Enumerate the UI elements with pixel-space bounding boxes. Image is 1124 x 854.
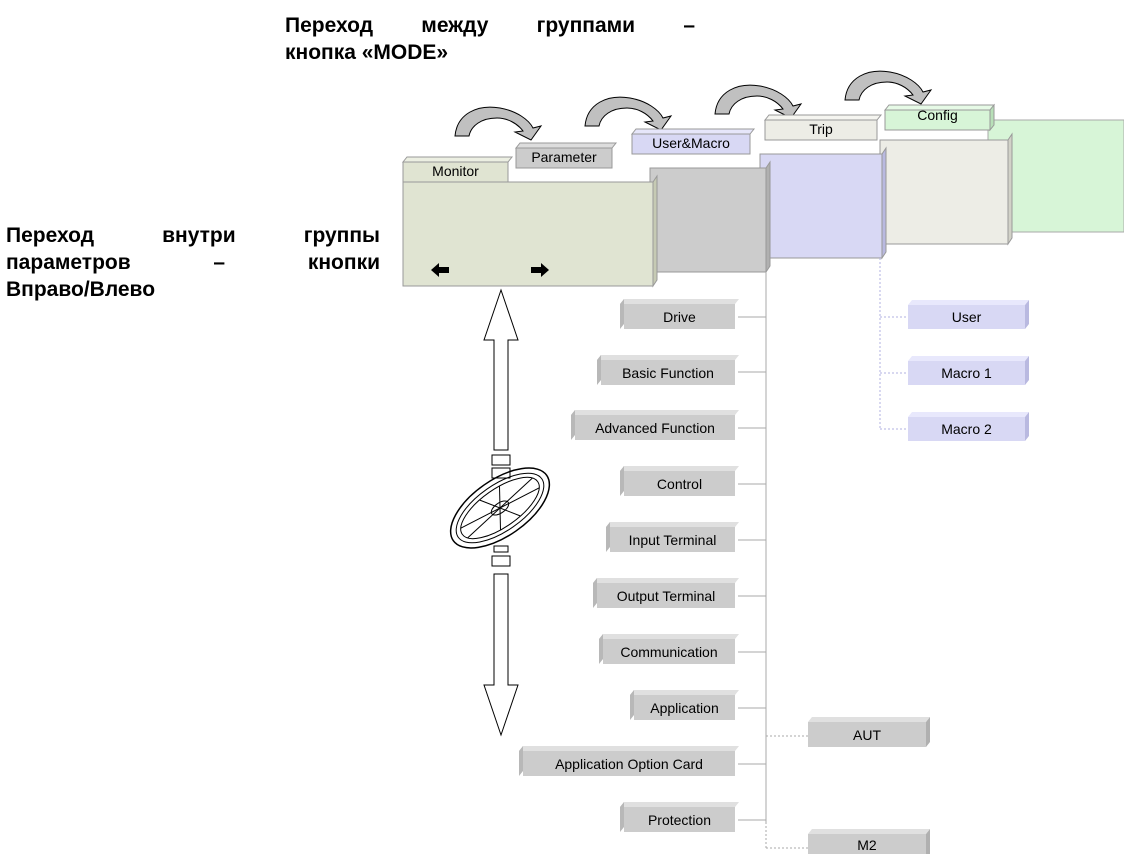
user-macro-item-box-macro1 <box>908 356 1029 385</box>
parameter-item-boxes <box>519 299 739 832</box>
parameter-item-box-output <box>593 578 739 608</box>
sub-item-boxes <box>808 717 930 854</box>
tab-config[interactable]: Config <box>917 107 958 123</box>
mode-caption-word: между <box>421 14 489 37</box>
parameter-item-output-terminal[interactable]: Output Terminal <box>616 588 716 604</box>
curved-arrow-icon <box>714 84 802 119</box>
user-macro-item-user[interactable]: User <box>951 309 982 325</box>
nav-caption-word: параметров <box>6 251 131 274</box>
mode-caption: Переход между группами – кнопка «MODE» <box>285 12 695 66</box>
parameter-item-application[interactable]: Application <box>650 700 719 716</box>
user-macro-tree-lines <box>879 258 908 430</box>
sub-item-aut[interactable]: AUT <box>853 727 881 743</box>
nav-caption-word: – <box>213 251 226 274</box>
user-macro-item-macro-1[interactable]: Macro 1 <box>941 365 992 381</box>
left-arrow-icon <box>431 263 449 277</box>
parameter-item-box-advanced <box>571 410 739 440</box>
sub-tree-lines <box>765 735 808 849</box>
parameter-item-advanced-function[interactable]: Advanced Function <box>595 420 715 436</box>
mode-caption-line2: кнопка «MODE» <box>285 41 449 64</box>
curved-arrow-icon <box>454 106 542 141</box>
parameter-item-box-input <box>606 522 739 552</box>
parameter-item-box-communication <box>599 634 739 664</box>
tab-monitor[interactable]: Monitor <box>432 163 479 179</box>
sub-item-box-m2 <box>808 829 930 854</box>
parameter-item-communication[interactable]: Communication <box>620 644 718 660</box>
user-macro-item-boxes <box>908 300 1029 441</box>
nav-caption: Переход внутри группы параметров – кнопк… <box>6 222 380 303</box>
up-down-arrow-icon <box>483 288 519 737</box>
group-trip[interactable] <box>763 114 1013 246</box>
parameter-item-drive[interactable]: Drive <box>663 309 696 325</box>
nav-caption-word: Переход <box>6 224 95 247</box>
parameter-item-control[interactable]: Control <box>656 476 703 492</box>
parameter-item-protection[interactable]: Protection <box>647 812 712 828</box>
parameter-tree-lines <box>738 272 767 822</box>
parameter-item-box-option-card <box>519 746 739 776</box>
tab-user-macro[interactable]: User&Macro <box>652 135 730 151</box>
nav-caption-word: группы <box>303 224 380 247</box>
nav-caption-word: внутри <box>162 224 236 247</box>
group-parameter[interactable] <box>514 142 771 274</box>
right-arrow-icon <box>531 263 549 277</box>
parameter-item-application-option-card[interactable]: Application Option Card <box>555 756 703 772</box>
curved-arrow-icon <box>584 96 672 131</box>
parameter-item-input-terminal[interactable]: Input Terminal <box>628 532 717 548</box>
tab-trip[interactable]: Trip <box>809 121 833 137</box>
nav-caption-line3: Вправо/Влево <box>6 278 156 301</box>
group-monitor[interactable] <box>401 156 658 288</box>
parameter-item-box-drive <box>620 299 739 329</box>
parameter-item-box-control <box>620 466 739 496</box>
curved-arrow-icon <box>844 70 932 105</box>
parameter-item-box-basic <box>597 355 739 385</box>
sub-item-box-aut <box>808 717 930 747</box>
user-macro-item-box-user <box>908 300 1029 329</box>
user-macro-item-macro-2[interactable]: Macro 2 <box>941 421 992 437</box>
parameter-item-box-protection <box>620 802 739 832</box>
tab-parameter[interactable]: Parameter <box>531 149 597 165</box>
parameter-item-box-application <box>630 690 739 720</box>
navigation-keypad-icon <box>449 467 551 549</box>
nav-caption-word: кнопки <box>307 251 380 274</box>
sub-item-m2[interactable]: M2 <box>857 837 877 853</box>
mode-caption-word: Переход <box>285 14 374 37</box>
parameter-item-basic-function[interactable]: Basic Function <box>622 365 714 381</box>
mode-caption-word: группами <box>536 14 636 37</box>
mode-caption-word: – <box>683 14 695 37</box>
user-macro-item-box-macro2 <box>908 412 1029 441</box>
